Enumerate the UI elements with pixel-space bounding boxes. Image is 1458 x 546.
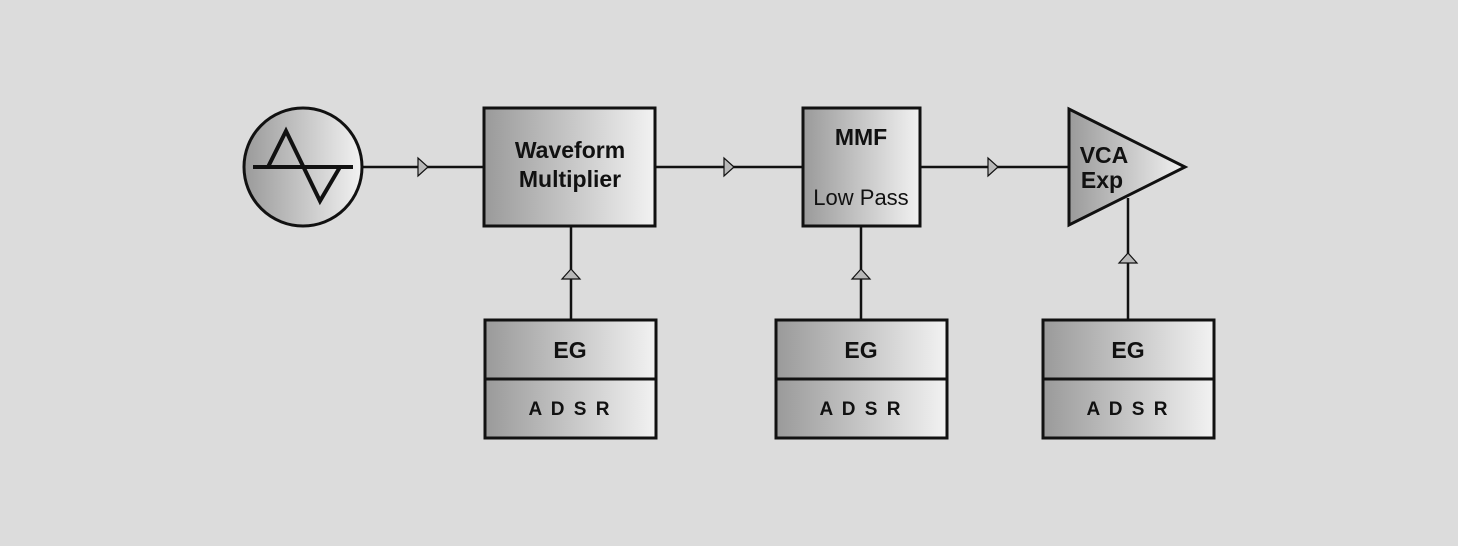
- vca-amplifier: VCA Exp: [1067, 106, 1189, 228]
- arrow-right-icon: [417, 156, 429, 178]
- arrow-up-icon: [850, 268, 872, 280]
- eg-title: EG: [1111, 337, 1144, 363]
- oscillator: [242, 106, 364, 228]
- waveform-multiplier-block: Waveform Multiplier: [482, 106, 657, 228]
- vca-label-line1: VCA: [1080, 142, 1129, 168]
- sine-wave-icon: [253, 126, 353, 206]
- eg-title: EG: [553, 337, 586, 363]
- arrow-right-icon: [987, 156, 999, 178]
- envelope-generator-2: EG A D S R: [774, 318, 949, 440]
- envelope-generator-3: EG A D S R: [1041, 318, 1216, 440]
- filter-block: MMF Low Pass: [801, 106, 922, 228]
- filter-mode: Low Pass: [813, 185, 908, 210]
- eg-params: A D S R: [529, 399, 612, 420]
- arrow-up-icon: [1117, 252, 1139, 264]
- multiplier-label-line2: Multiplier: [519, 166, 621, 192]
- arrow-right-icon: [723, 156, 735, 178]
- multiplier-label-line1: Waveform: [515, 137, 625, 163]
- eg-params: A D S R: [820, 399, 903, 420]
- filter-title: MMF: [835, 124, 887, 150]
- eg-title: EG: [844, 337, 877, 363]
- vca-label-line2: Exp: [1081, 167, 1123, 193]
- eg-params: A D S R: [1087, 399, 1170, 420]
- envelope-generator-1: EG A D S R: [483, 318, 658, 440]
- arrow-up-icon: [560, 268, 582, 280]
